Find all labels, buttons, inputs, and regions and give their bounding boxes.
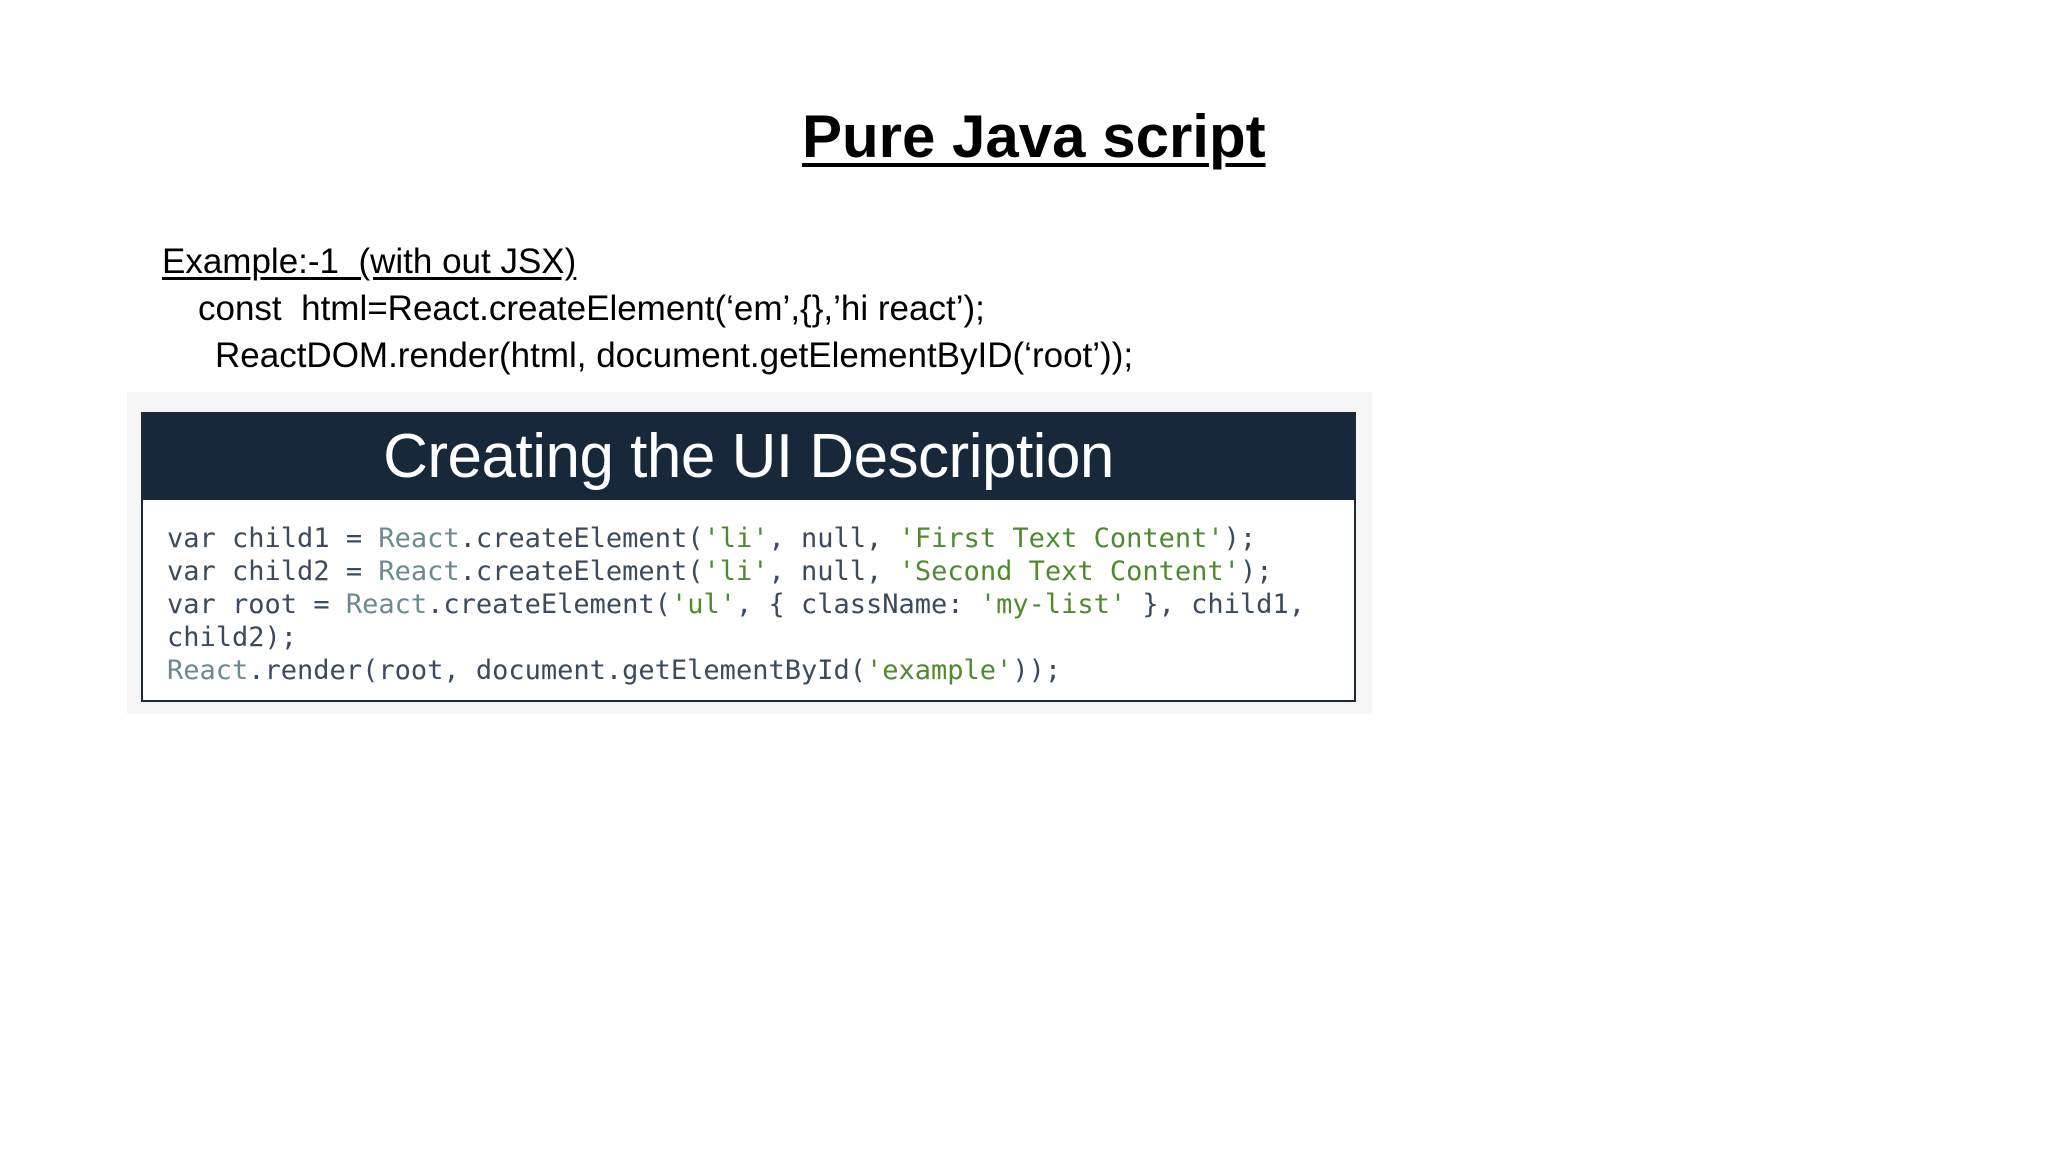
code-snippet-line: var root = React.createElement('ul', { c… (167, 589, 1305, 620)
code-snippet-line: var child1 = React.createElement('li', n… (167, 523, 1257, 554)
example-heading: Example:-1 (with out JSX) (162, 242, 577, 281)
code-snippet-line: React.render(root, document.getElementBy… (167, 655, 1062, 686)
code-snippet-line: child2); (167, 622, 298, 653)
embedded-code-image: Creating the UI Description var child1 =… (141, 412, 1356, 702)
example-text-block: Example:-1 (with out JSX) const html=Rea… (162, 238, 1133, 379)
code-snippet-line: var child2 = React.createElement('li', n… (167, 556, 1273, 587)
example-code-line-2: ReactDOM.render(html, document.getElemen… (215, 336, 1134, 375)
code-snippet: var child1 = React.createElement('li', n… (143, 500, 1354, 687)
example-code-line-1: const html=React.createElement(‘em’,{},’… (198, 289, 985, 328)
code-image-header: Creating the UI Description (143, 414, 1354, 500)
slide-title: Pure Java script (802, 103, 1266, 170)
